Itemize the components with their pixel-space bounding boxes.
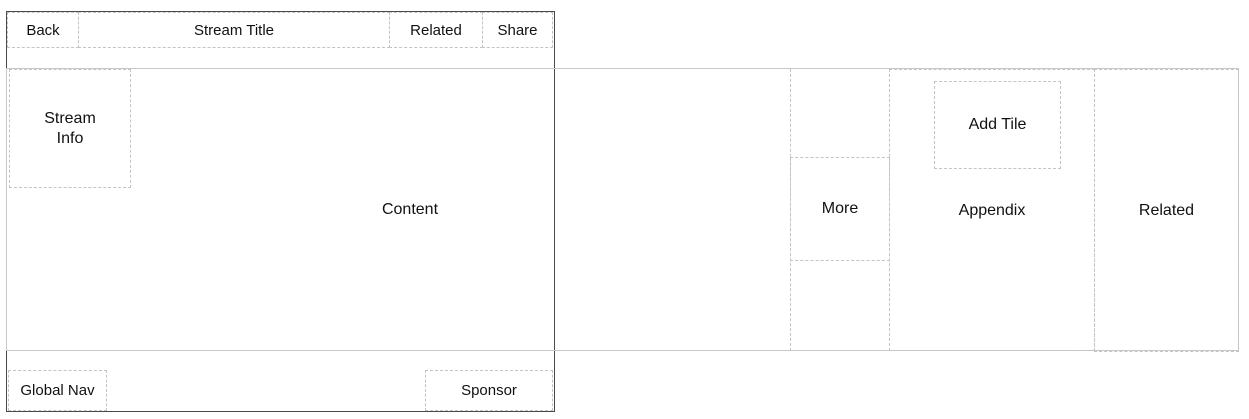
related-panel-label: Related <box>1138 201 1195 219</box>
stream-title-label: Stream Title <box>193 21 275 39</box>
related-button-label: Related <box>410 21 462 39</box>
global-nav-label: Global Nav <box>20 382 95 399</box>
share-button[interactable]: Share <box>482 12 553 48</box>
sponsor-tile[interactable]: Sponsor <box>425 370 553 411</box>
share-button-label: Share <box>497 21 538 39</box>
global-nav-button[interactable]: Global Nav <box>8 370 107 411</box>
stream-info-label: Stream Info <box>44 109 96 147</box>
content-area-label: Content <box>381 201 439 218</box>
sponsor-label: Sponsor <box>461 382 517 399</box>
add-tile-label: Add Tile <box>968 116 1027 133</box>
stream-info-tile[interactable]: Stream Info <box>9 69 131 188</box>
related-panel[interactable]: Related <box>1094 69 1239 352</box>
appendix-label: Appendix <box>958 202 1026 219</box>
back-button-label: Back <box>26 21 60 39</box>
back-button[interactable]: Back <box>7 12 79 48</box>
add-tile-button[interactable]: Add Tile <box>934 81 1061 169</box>
related-button[interactable]: Related <box>389 12 483 48</box>
more-label: More <box>821 200 859 217</box>
more-tile[interactable]: More <box>790 157 890 261</box>
stream-title: Stream Title <box>78 12 390 48</box>
